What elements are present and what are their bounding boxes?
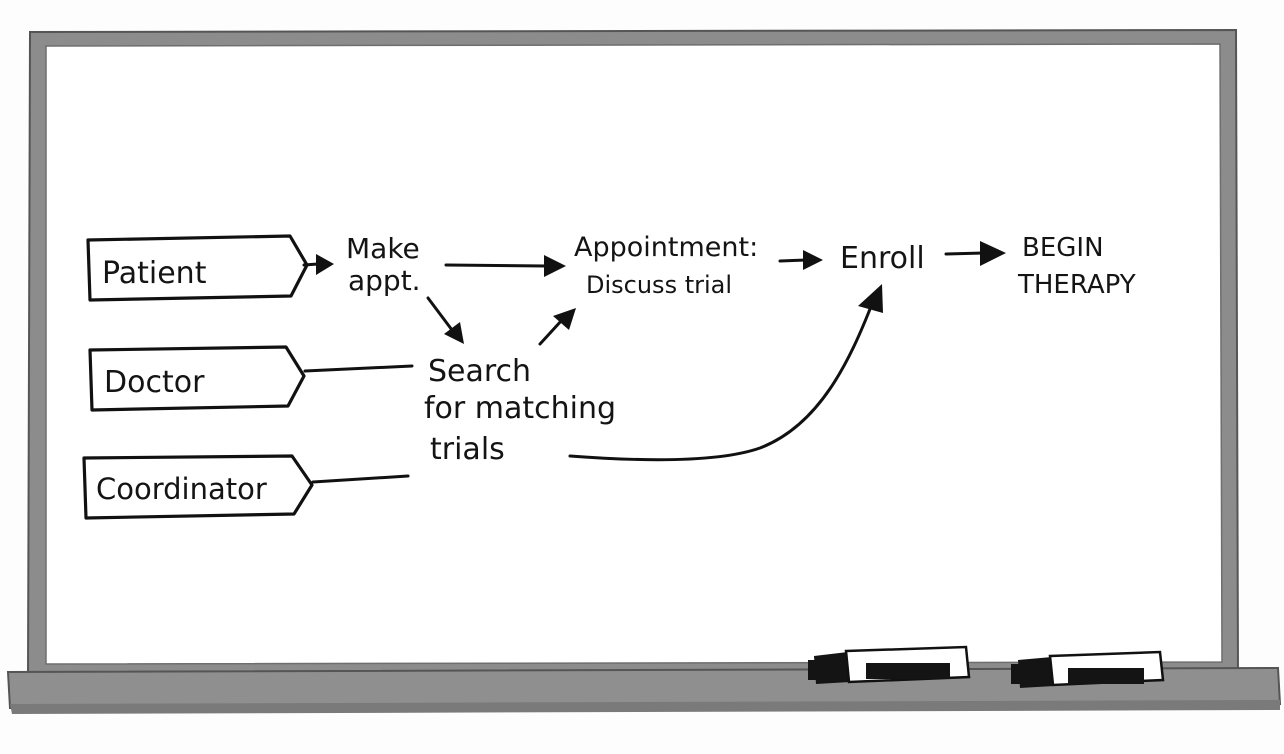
connector-doctor-search xyxy=(303,364,414,373)
step-begin-therapy-line1: BEGIN xyxy=(1022,233,1104,263)
step-appointment: Appointment: Discuss trial xyxy=(574,232,767,299)
whiteboard-frame xyxy=(26,28,1240,680)
arrow-make-appt-search xyxy=(426,296,464,344)
connector-coordinator-search xyxy=(311,474,410,484)
step-begin-therapy: BEGIN THERAPY xyxy=(1017,233,1136,300)
role-doctor-label: Doctor xyxy=(104,365,205,400)
step-begin-therapy-line2: THERAPY xyxy=(1017,270,1136,300)
arrow-search-enroll xyxy=(568,284,883,462)
marker-right[interactable] xyxy=(1011,650,1165,688)
step-search-line1: Search xyxy=(428,354,531,389)
role-doctor: Doctor xyxy=(88,345,306,412)
role-coordinator-label: Coordinator xyxy=(96,472,267,506)
step-appointment-line1: Appointment: xyxy=(574,232,758,263)
step-appointment-line2: Discuss trial xyxy=(586,271,732,299)
role-patient-label: Patient xyxy=(102,256,207,291)
step-make-appt: Make appt. xyxy=(346,232,429,297)
role-patient: Patient xyxy=(86,234,309,302)
arrow-enroll-begin-therapy xyxy=(944,241,1006,266)
step-search-line3: trials xyxy=(430,432,505,467)
arrow-search-appointment xyxy=(538,308,576,346)
arrow-patient-make-appt xyxy=(302,254,334,275)
role-coordinator: Coordinator xyxy=(82,454,314,520)
step-search-line2: for matching xyxy=(424,391,616,426)
marker-left[interactable] xyxy=(808,645,971,684)
arrow-make-appt-appointment xyxy=(444,255,566,277)
step-search: Search for matching trials xyxy=(424,354,626,467)
step-make-appt-line2: appt. xyxy=(348,264,421,297)
step-make-appt-line1: Make xyxy=(346,232,420,265)
step-enroll: Enroll xyxy=(840,241,925,276)
arrow-appointment-enroll xyxy=(778,250,823,270)
